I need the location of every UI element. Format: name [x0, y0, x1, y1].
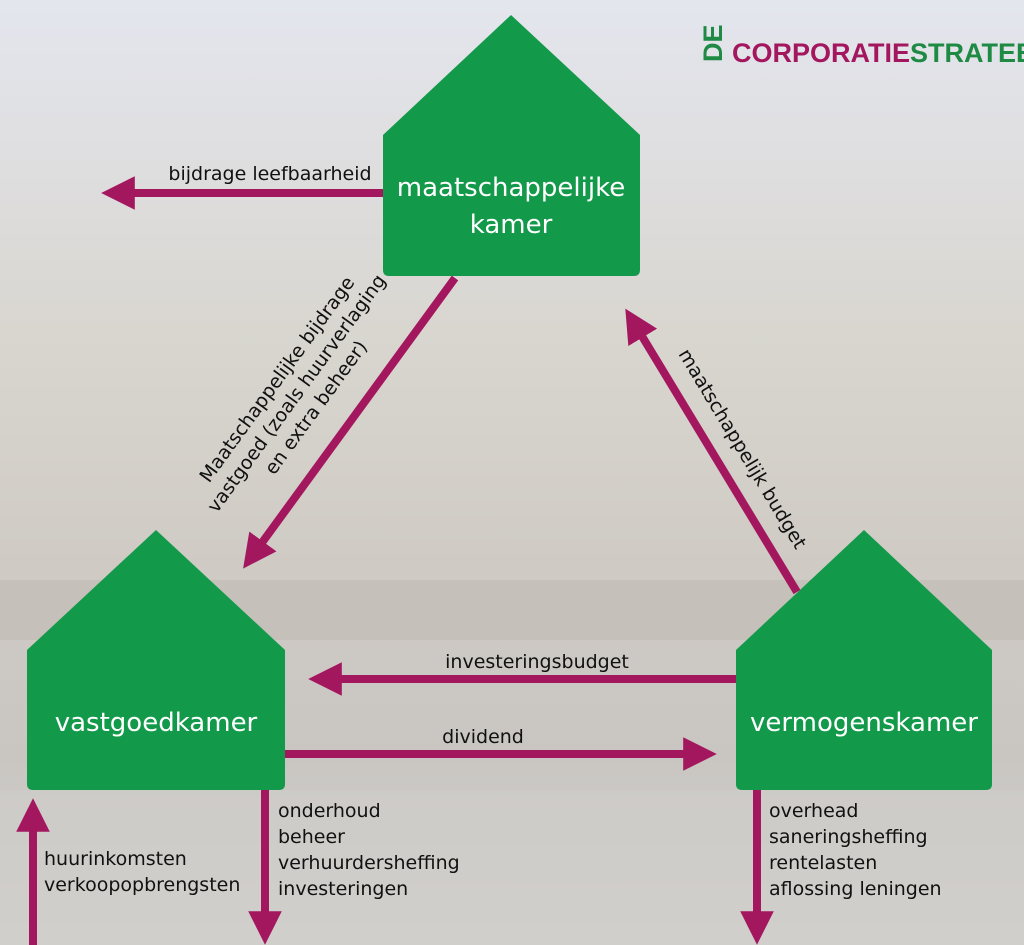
label-maatschappelijk-budget: maatschappelijk budget	[674, 345, 811, 553]
arrow-maatschappelijke-bijdrage	[243, 275, 459, 569]
label-vermogen-out: saneringsheffing	[769, 826, 928, 848]
label-vastgoed-out: beheer	[278, 826, 345, 848]
label-vermogen-out: overhead	[769, 800, 858, 822]
house-label: vastgoedkamer	[55, 708, 258, 738]
logo-text: CORPORATIESTRATEEG	[732, 38, 1024, 68]
label-vermogen-out: rentelasten	[769, 852, 877, 874]
house-label: vermogenskamer	[750, 708, 978, 738]
house-vermogenskamer	[736, 530, 992, 790]
house-label: maatschappelijke	[397, 173, 625, 203]
label-vermogen-out: aflossing leningen	[769, 878, 942, 900]
house-maatschappelijke-kamer	[383, 15, 640, 276]
logo: DE CORPORATIESTRATEEG	[698, 24, 1024, 68]
house-label: kamer	[470, 210, 553, 240]
house-vastgoedkamer	[27, 530, 285, 790]
label-vastgoed-out: investeringen	[278, 878, 408, 900]
label-line: vastgoed (zoals huurverlaging	[203, 270, 390, 516]
label-investeringsbudget: investeringsbudget	[445, 651, 629, 673]
label-vastgoed-out: onderhoud	[278, 800, 381, 822]
label-income: verkoopopbrengsten	[44, 874, 240, 896]
logo-prefix: DE	[698, 24, 728, 62]
label-vastgoed-out: verhuurdersheffing	[278, 852, 460, 874]
label-dividend: dividend	[442, 726, 524, 748]
arrow-maatschappelijk-budget	[625, 308, 801, 595]
background-street	[0, 790, 1024, 945]
label-leefbaarheid: bijdrage leefbaarheid	[168, 163, 371, 185]
label-income: huurinkomsten	[44, 848, 187, 870]
